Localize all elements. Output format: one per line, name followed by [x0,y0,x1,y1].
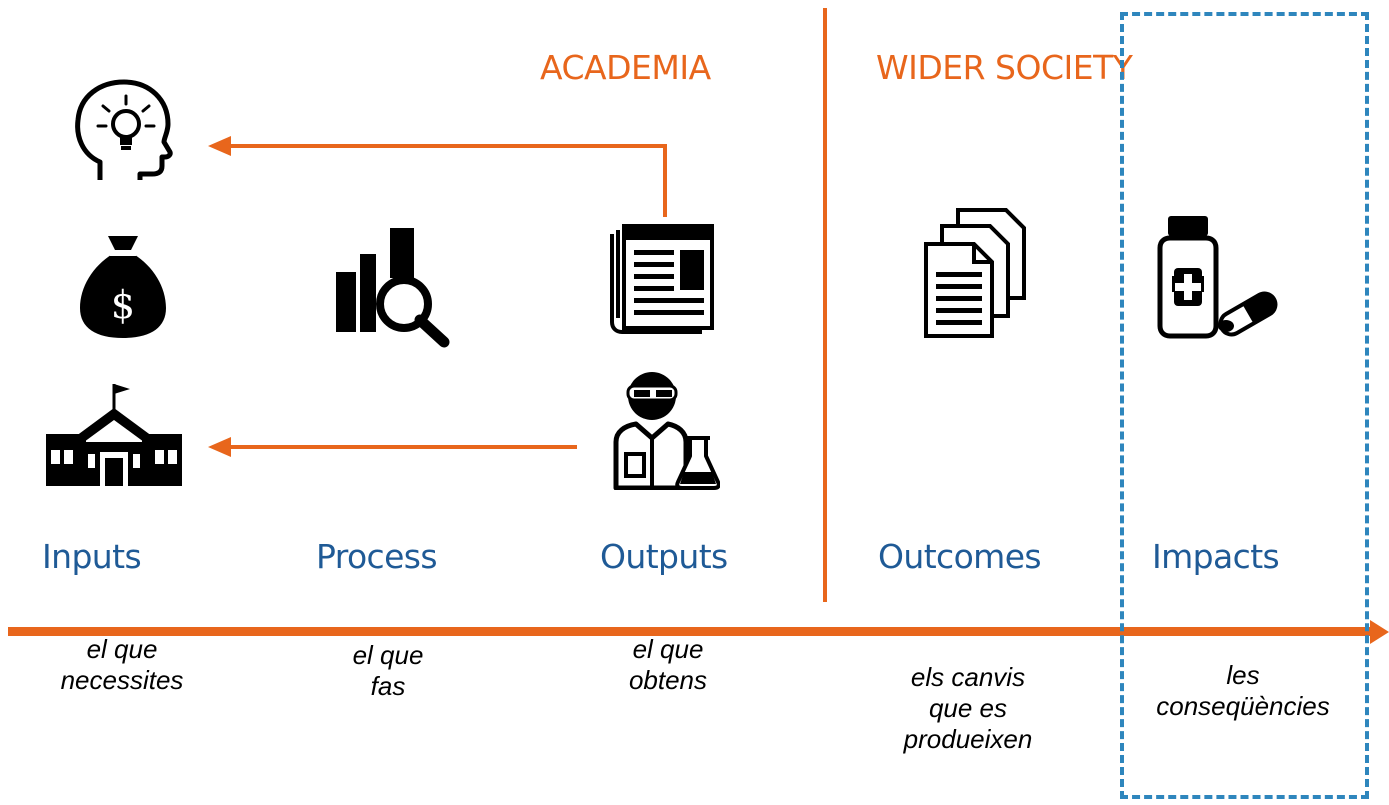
stage-label-outcomes: Outcomes [878,537,1042,576]
stage-description-inputs: el que necessites [60,634,184,695]
academia-society-divider [823,8,827,602]
stage-label-process: Process [316,537,438,576]
impacts-highlight-box [1120,12,1369,799]
feedback-arrow-bottom [208,437,577,457]
stage-label-inputs: Inputs [42,537,142,576]
stage-label-impacts: Impacts [1152,537,1280,576]
feedback-arrow-top [208,136,667,217]
data-analysis-icon [336,228,450,348]
section-academia: ACADEMIA [540,48,711,87]
stage-description-impacts: les conseqüències [1156,660,1330,721]
timeline-arrow [8,620,1389,644]
section-wider-society: WIDER SOCIETY [876,48,1133,87]
newspaper-icon [610,224,714,334]
stage-label-outputs: Outputs [600,537,728,576]
stage-description-outcomes: els canvis que es produeixen [903,662,1033,754]
svg-text:$: $ [111,283,135,327]
medicine-bottle-icon [1157,216,1278,339]
university-building-icon [46,384,182,486]
money-bag-icon: $ [80,236,166,338]
stage-description-process: el que fas [352,640,424,701]
stage-description-outputs: el que obtens [628,634,708,695]
head-lightbulb-icon [75,79,173,180]
scientist-icon [613,372,720,490]
documents-icon [924,208,1026,338]
